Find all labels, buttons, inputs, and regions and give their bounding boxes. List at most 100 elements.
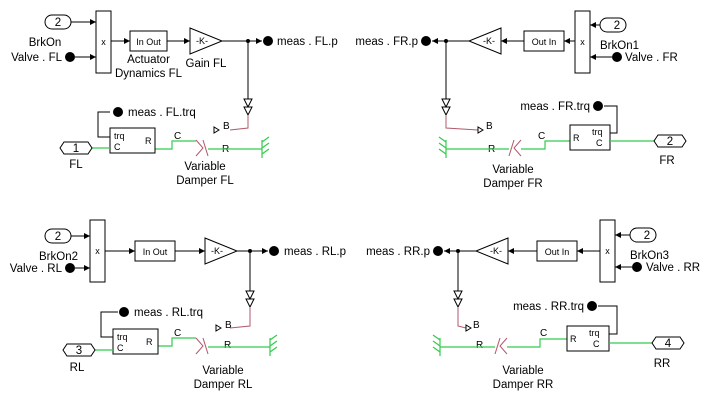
gain-value: -K- [483,36,495,46]
conn-port[interactable] [59,141,93,155]
damper-name-1: Variable [184,161,225,173]
conn-port[interactable] [653,134,687,148]
wire-r-label: R [224,340,231,351]
actuator-io: Out In [532,37,557,47]
damper-body[interactable] [499,337,508,355]
goto-meas-p[interactable] [421,36,431,46]
goto-meas-trq[interactable] [113,107,123,117]
valve-tag[interactable] [65,263,75,273]
b-port [213,126,220,134]
conn-num: 4 [665,338,672,350]
conn-port[interactable] [62,343,96,357]
goto-meas-trq[interactable] [593,101,603,111]
conn-num: 2 [667,136,673,148]
sensor-block[interactable] [109,127,156,154]
sensor-r: R [573,133,580,143]
ps-converter[interactable] [453,290,463,301]
inport-label: BrkOn3 [630,250,669,262]
gain-value: -K- [211,246,223,256]
sensor-c: C [114,142,121,152]
gain-name: Gain FL [186,58,228,70]
goto-meas-trq[interactable] [587,301,597,311]
sensor-trq: trq [114,131,125,141]
sensor-r: R [570,334,577,344]
valve-tag[interactable] [65,52,75,62]
damper-name-2: Damper RL [194,379,253,391]
gain-block[interactable] [474,237,509,265]
valve-label: Valve . FR [625,52,678,64]
conn-port[interactable] [651,336,685,350]
gain-block[interactable] [204,237,239,265]
sensor-trq: trq [117,332,128,342]
actuator-io: In Out [136,37,161,47]
rr-group: 2 BrkOn3 Valve . RR x Out In -K- meas . … [366,219,700,391]
ground-symbol [432,334,441,356]
conn-name: FL [69,159,83,171]
wire-b-label: B [223,121,230,132]
product-sign: x [95,246,100,256]
conn-num: 1 [73,143,79,155]
meas-trq-label: meas . RR.trq [513,301,584,313]
product-block[interactable] [95,10,112,74]
actuator-io: Out In [545,247,570,257]
goto-meas-trq[interactable] [119,307,129,317]
sensor-block[interactable] [569,124,611,151]
product-block[interactable] [574,10,591,74]
inport-num: 2 [55,231,61,243]
gain-block[interactable] [189,27,224,55]
actuator-name-2: Dynamics FL [115,68,183,80]
damper-body[interactable] [513,139,522,157]
sensor-block[interactable] [112,328,159,355]
b-port [465,324,472,332]
damper-name-2: Damper FL [176,175,234,187]
sensor-c: C [117,343,124,353]
valve-label: Valve . RL [10,263,63,275]
sensor-block[interactable] [566,325,610,352]
ps-converter[interactable] [441,98,451,109]
inport-label: BrkOn2 [39,251,78,263]
valve-tag[interactable] [612,52,622,62]
damper-body[interactable] [195,337,204,355]
inport-num: 2 [614,20,620,32]
gain-value: -K- [196,36,208,46]
goto-meas-p[interactable] [433,246,443,256]
wire-c-label: C [538,131,545,142]
inport-num: 2 [644,230,650,242]
gain-block[interactable] [467,27,502,55]
sensor-trq: trq [589,328,600,338]
product-sign: x [580,37,585,47]
ps-converter-2 [243,106,253,117]
wire-c-label: C [174,131,181,142]
meas-trq-label: meas . FR.trq [520,101,590,113]
sensor-r: R [145,136,152,146]
b-port [215,324,222,332]
meas-p-label: meas . RR.p [366,246,430,258]
damper-name-1: Variable [492,164,533,176]
sensor-c: C [593,339,600,349]
ground-symbol [438,136,447,158]
meas-trq-label: meas . RL.trq [134,307,203,319]
meas-p-label: meas . RL.p [284,246,346,258]
b-port [477,126,484,134]
sensor-c: C [596,138,603,148]
wire-b-label: B [486,121,493,132]
wire-b-label: B [473,320,480,331]
conn-name: RL [70,362,85,374]
damper-name-2: Damper RR [493,379,554,391]
ground-symbol [269,334,278,356]
ps-converter[interactable] [243,98,253,109]
valve-tag[interactable] [632,262,642,272]
product-sign: x [605,246,610,256]
conn-name: FR [659,155,674,167]
damper-name-1: Variable [502,365,543,377]
damper-name-2: Damper FR [483,178,542,190]
damper-name-1: Variable [202,365,243,377]
valve-label: Valve . RR [646,262,700,274]
damper-body[interactable] [195,139,204,157]
goto-meas-p[interactable] [263,36,273,46]
rl-group: 2 BrkOn2 Valve . RL x In Out -K- meas . … [10,219,346,391]
goto-meas-p[interactable] [269,246,279,256]
gain-value: -K- [490,246,502,256]
ps-converter[interactable] [245,290,255,301]
